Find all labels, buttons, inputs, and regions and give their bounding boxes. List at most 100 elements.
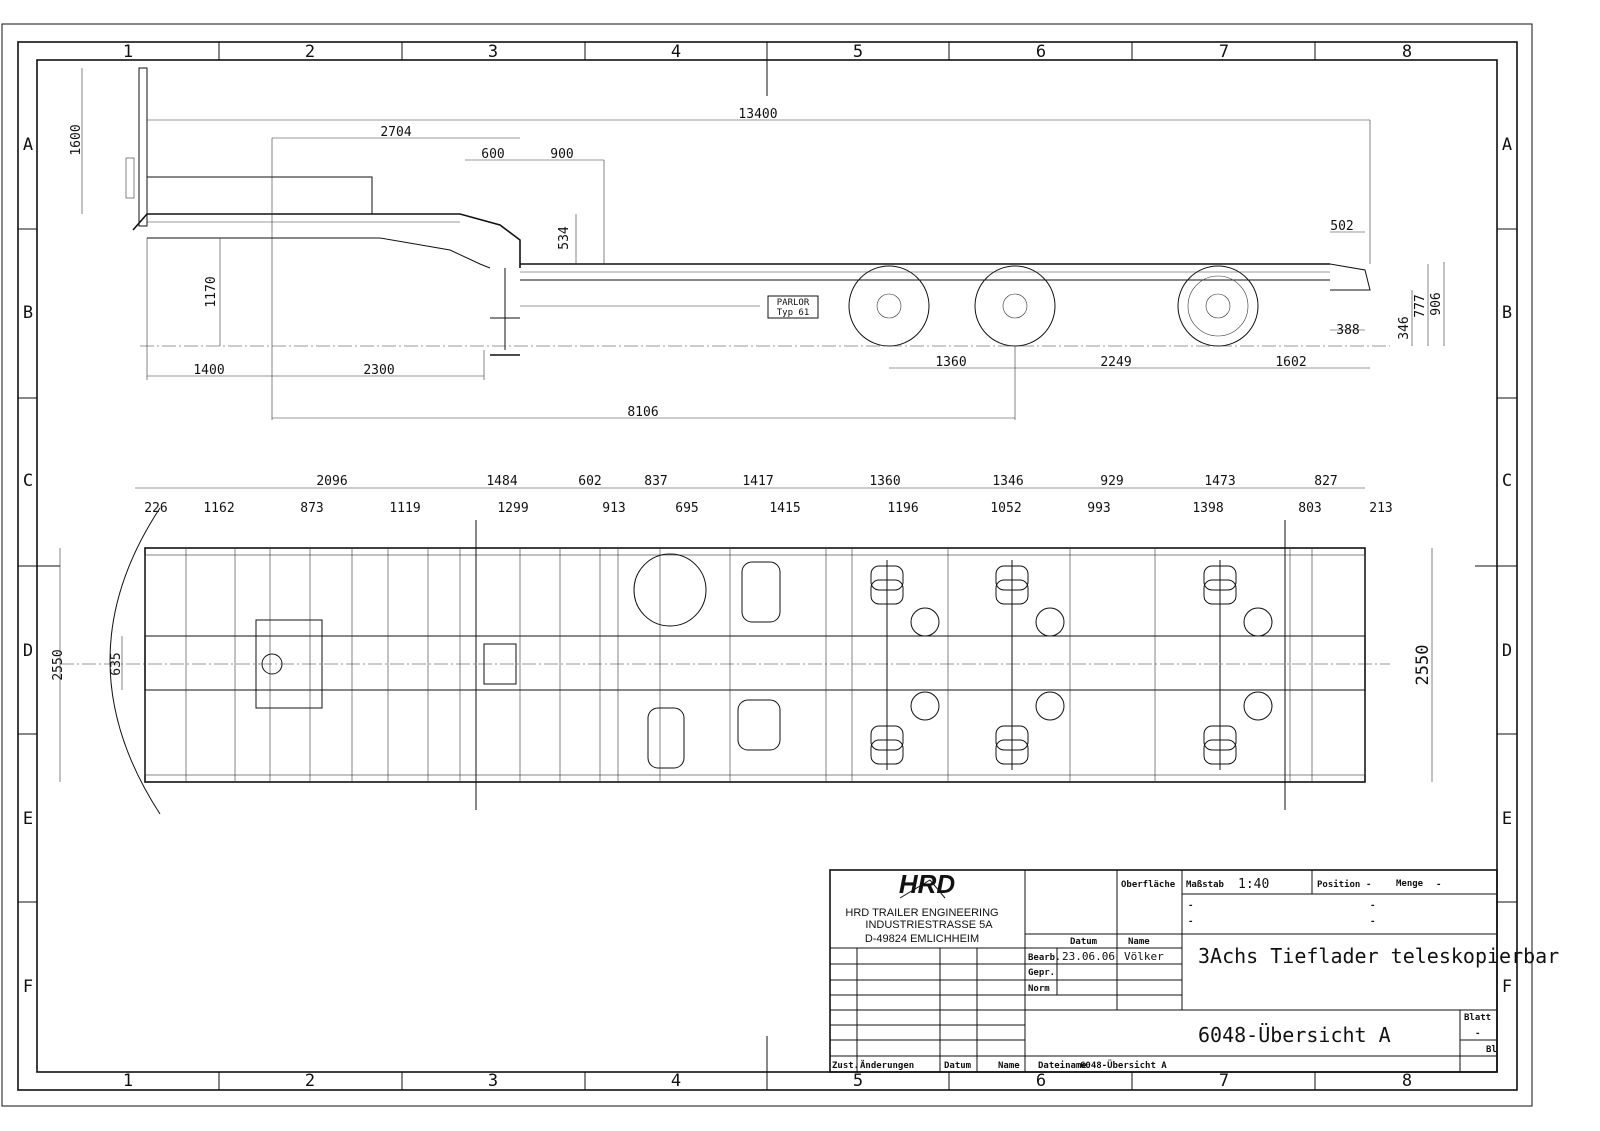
tire xyxy=(1203,579,1237,605)
row-marker: E xyxy=(23,809,33,829)
column-marker: 1 xyxy=(123,42,133,62)
dim-width-right: 2550 xyxy=(1413,645,1433,686)
dim-upper: 1473 xyxy=(1204,474,1235,489)
dim-lower: 1415 xyxy=(769,501,800,516)
drawing-number: 6048-Übersicht A xyxy=(1198,1023,1391,1047)
tire xyxy=(870,579,904,605)
dim-upper: 1360 xyxy=(869,474,900,489)
row-marker: A xyxy=(23,135,33,155)
column-marker: 7 xyxy=(1219,42,1229,62)
dim-534: 534 xyxy=(557,226,572,250)
dim-lower: 913 xyxy=(602,501,625,516)
company-street: Industriestraße 5a xyxy=(865,919,993,931)
field-dash-a: - xyxy=(1188,901,1193,911)
dim-600: 600 xyxy=(481,147,504,162)
filename-label: Dateiname xyxy=(1038,1060,1087,1071)
dim-lower: 873 xyxy=(300,501,323,516)
dim-13400: 13400 xyxy=(738,107,777,122)
dim-lower: 1052 xyxy=(990,501,1021,516)
tire xyxy=(870,725,904,751)
dim-1400: 1400 xyxy=(193,363,224,378)
revision-label: Zust. xyxy=(832,1061,859,1071)
row-marker: B xyxy=(1502,303,1512,323)
dim-8106: 8106 xyxy=(627,405,658,420)
column-marker: 2 xyxy=(305,1071,315,1091)
dim-lower: 1196 xyxy=(887,501,918,516)
row-marker: D xyxy=(23,641,33,661)
dim-upper: 1346 xyxy=(992,474,1023,489)
hrd-logo: HRD xyxy=(899,869,956,899)
scale-label: Maßstab xyxy=(1186,880,1225,890)
row-marker: D xyxy=(1502,641,1512,661)
drawn-date: 23.06.06 xyxy=(1062,950,1115,963)
tire xyxy=(1203,565,1237,591)
tire xyxy=(1203,725,1237,751)
tire xyxy=(995,565,1029,591)
air-bellow xyxy=(1243,691,1273,721)
column-marker: 8 xyxy=(1402,42,1412,62)
column-marker: 3 xyxy=(488,1071,498,1091)
air-bellow xyxy=(1035,607,1065,637)
company-name: HRD Trailer Engineering xyxy=(845,907,998,919)
dim-upper: 602 xyxy=(578,474,601,489)
column-marker: 4 xyxy=(671,1071,681,1091)
dim-lower: 1398 xyxy=(1192,501,1223,516)
dim-lower: 1119 xyxy=(389,501,420,516)
dim-upper: 929 xyxy=(1100,474,1123,489)
changes-label: Änderungen xyxy=(860,1060,914,1071)
air-bellow xyxy=(1243,607,1273,637)
dim-lower: 803 xyxy=(1298,501,1321,516)
scale-value: 1:40 xyxy=(1238,877,1269,892)
dim-upper: 1417 xyxy=(742,474,773,489)
dim-1602: 1602 xyxy=(1275,355,1306,370)
date-header: Datum xyxy=(1070,937,1098,947)
column-marker: 5 xyxy=(853,42,863,62)
tire xyxy=(995,739,1029,765)
column-marker: 6 xyxy=(1036,42,1046,62)
dim-lower: 1162 xyxy=(203,501,234,516)
air-bellow xyxy=(910,691,940,721)
dim-2704: 2704 xyxy=(380,125,411,140)
tire xyxy=(1203,739,1237,765)
side-wheels xyxy=(848,265,1259,347)
column-marker: 1 xyxy=(123,1071,133,1091)
column-marker: 7 xyxy=(1219,1071,1229,1091)
dim-2249: 2249 xyxy=(1100,355,1131,370)
label-plate-line1: PARLOR xyxy=(777,298,810,308)
field-dash-c: - xyxy=(1370,901,1375,911)
checked-label: Gepr. xyxy=(1028,968,1055,978)
row-marker: B xyxy=(23,303,33,323)
dim-lower: 213 xyxy=(1369,501,1392,516)
dim-upper: 837 xyxy=(644,474,667,489)
revision-date-label: Datum xyxy=(944,1061,972,1071)
sheet-value: - xyxy=(1475,1029,1480,1039)
dim-906: 906 xyxy=(1429,292,1444,315)
column-marker: 3 xyxy=(488,42,498,62)
tire xyxy=(995,725,1029,751)
filename-value: 6048-Übersicht A xyxy=(1080,1060,1167,1071)
surface-label: Oberfläche xyxy=(1121,880,1176,890)
tire xyxy=(870,565,904,591)
top-view-axles xyxy=(870,560,1273,770)
dim-388: 388 xyxy=(1336,323,1359,338)
drawn-name: Völker xyxy=(1124,950,1164,963)
dim-900: 900 xyxy=(550,147,573,162)
title-block: HRD HRD Trailer Engineering Industriestr… xyxy=(829,869,1559,1073)
dim-lower: 695 xyxy=(675,501,698,516)
column-marker: 2 xyxy=(305,42,315,62)
column-marker: 4 xyxy=(671,42,681,62)
sheets-label: Bl xyxy=(1486,1045,1497,1055)
side-view-dimensions: 13400 1600 2704 600 900 534 502 1170 140… xyxy=(69,107,1444,420)
label-plate-line2: Typ 61 xyxy=(777,308,810,318)
dim-502: 502 xyxy=(1330,219,1353,234)
dim-346: 346 xyxy=(1397,316,1412,339)
quantity-label: Menge xyxy=(1396,879,1424,889)
tire xyxy=(995,579,1029,605)
air-bellow xyxy=(1035,691,1065,721)
row-marker: C xyxy=(1502,471,1512,491)
dim-1170: 1170 xyxy=(204,276,219,307)
dim-upper: 2096 xyxy=(316,474,347,489)
